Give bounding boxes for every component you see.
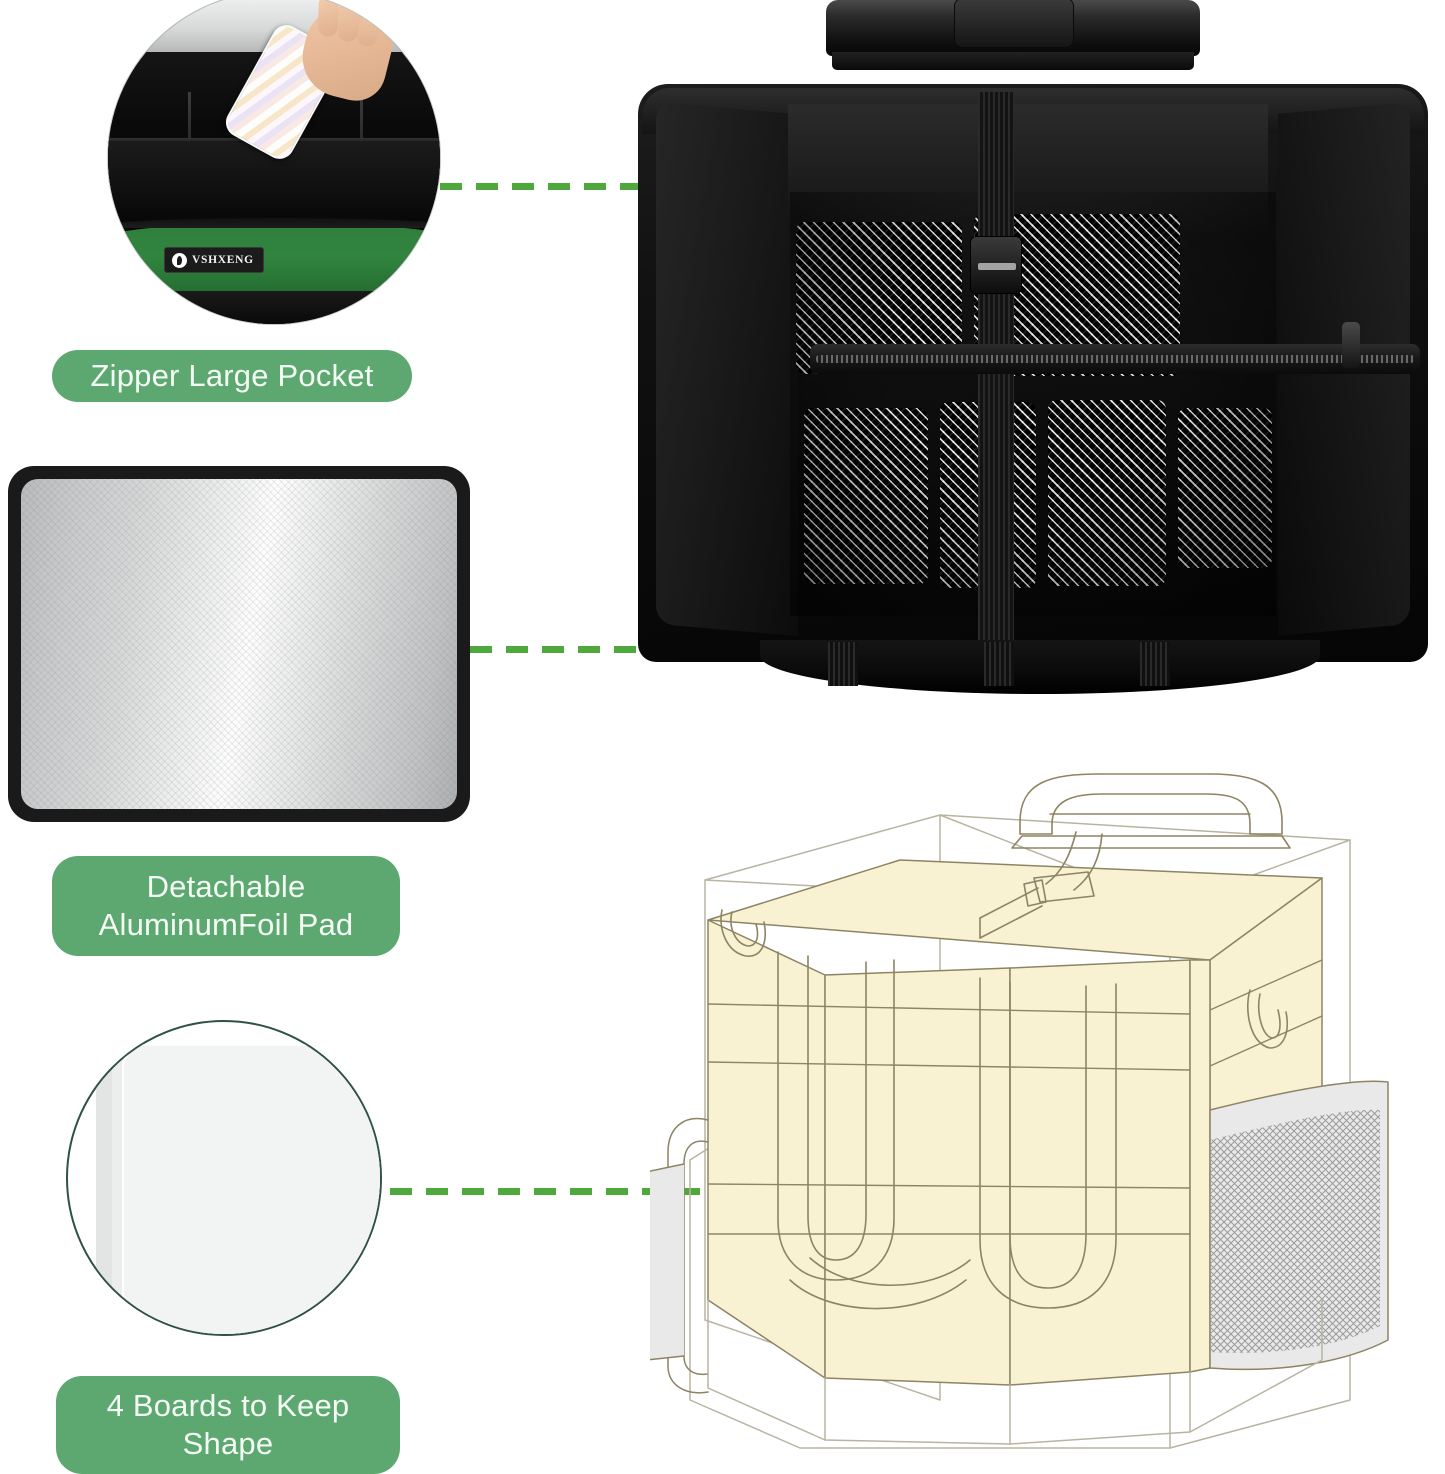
diagram-side-mesh-pocket — [1209, 1080, 1389, 1371]
bottom-strap — [984, 642, 1014, 686]
brand-logo-icon — [172, 252, 187, 268]
handle-base-plate — [832, 52, 1194, 70]
horizontal-zipper — [810, 344, 1420, 374]
mesh-pocket — [1048, 400, 1166, 586]
outer-shell-bottom — [707, 1299, 1323, 1445]
handle-clip — [954, 0, 1074, 48]
feature-photo-shape-boards — [66, 1020, 382, 1336]
label-4-boards-to-keep-shape: 4 Boards to Keep Shape — [56, 1376, 400, 1474]
bag-inner-wall-left — [656, 101, 798, 637]
diagram-shoulder-strap — [650, 1117, 709, 1394]
feature-photo-zipper-pocket: VSHXENG — [108, 0, 440, 324]
product-diagram-bag-with-boards — [650, 773, 1389, 1449]
mesh-pocket — [804, 408, 928, 584]
diagram-d-rings — [720, 909, 1288, 1049]
product-photo-bag-interior — [620, 0, 1444, 720]
finger — [317, 0, 340, 37]
diagram-top-handle — [1011, 773, 1291, 849]
bag-bottom-edge — [108, 290, 440, 324]
bottom-strap — [828, 642, 858, 686]
diagram-tote-handles — [777, 951, 1117, 1310]
zipper-pull — [1342, 322, 1360, 368]
diagram-strap-buckle — [979, 831, 1103, 939]
green-front-panel — [108, 218, 440, 305]
feature-photo-aluminum-foil-pad — [8, 466, 470, 822]
label-detachable-aluminum-foil-pad: Detachable AluminumFoil Pad — [52, 856, 400, 956]
label-zipper-large-pocket: Zipper Large Pocket — [52, 350, 412, 402]
brand-label-text: VSHXENG — [192, 254, 254, 266]
bottom-strap — [1140, 642, 1170, 686]
foil-surface — [21, 479, 457, 809]
mesh-pocket-group — [790, 192, 1276, 616]
strap-buckle — [970, 236, 1022, 294]
mesh-pocket — [1178, 408, 1272, 568]
brand-label: VSHXENG — [164, 247, 264, 273]
support-board — [122, 1044, 380, 1334]
connector-segment-horizontal — [440, 183, 740, 190]
